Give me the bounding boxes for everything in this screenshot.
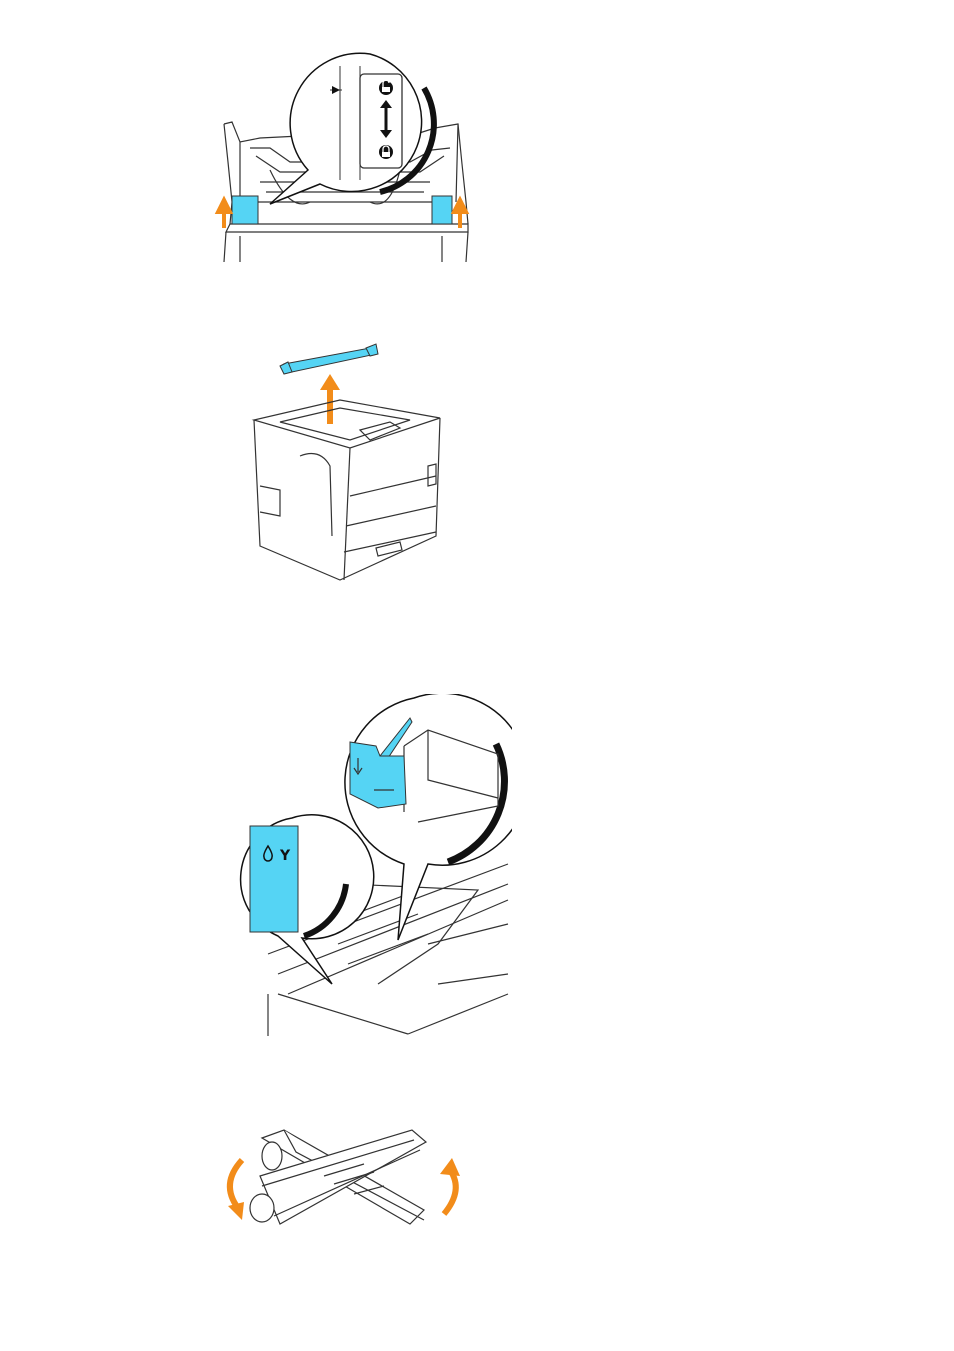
rotate-arrow-left-icon xyxy=(228,1160,244,1220)
shake-cartridge-drawing xyxy=(214,1124,470,1234)
rotate-arrow-right-icon xyxy=(440,1158,460,1214)
insert-yellow-cartridge-illustration: Y xyxy=(208,694,512,1036)
unlock-levers-drawing xyxy=(210,52,480,267)
unlock-levers-illustration xyxy=(210,52,480,267)
remove-cartridge-illustration xyxy=(240,336,450,586)
up-arrow-icon xyxy=(320,374,340,424)
up-arrow-icon xyxy=(218,200,230,228)
yellow-slot-label: Y xyxy=(279,848,291,864)
shake-cartridge-illustration xyxy=(214,1124,470,1234)
insert-cartridge-drawing: Y xyxy=(208,694,512,1036)
lock-icon xyxy=(379,145,393,159)
remove-cartridge-drawing xyxy=(240,336,450,586)
